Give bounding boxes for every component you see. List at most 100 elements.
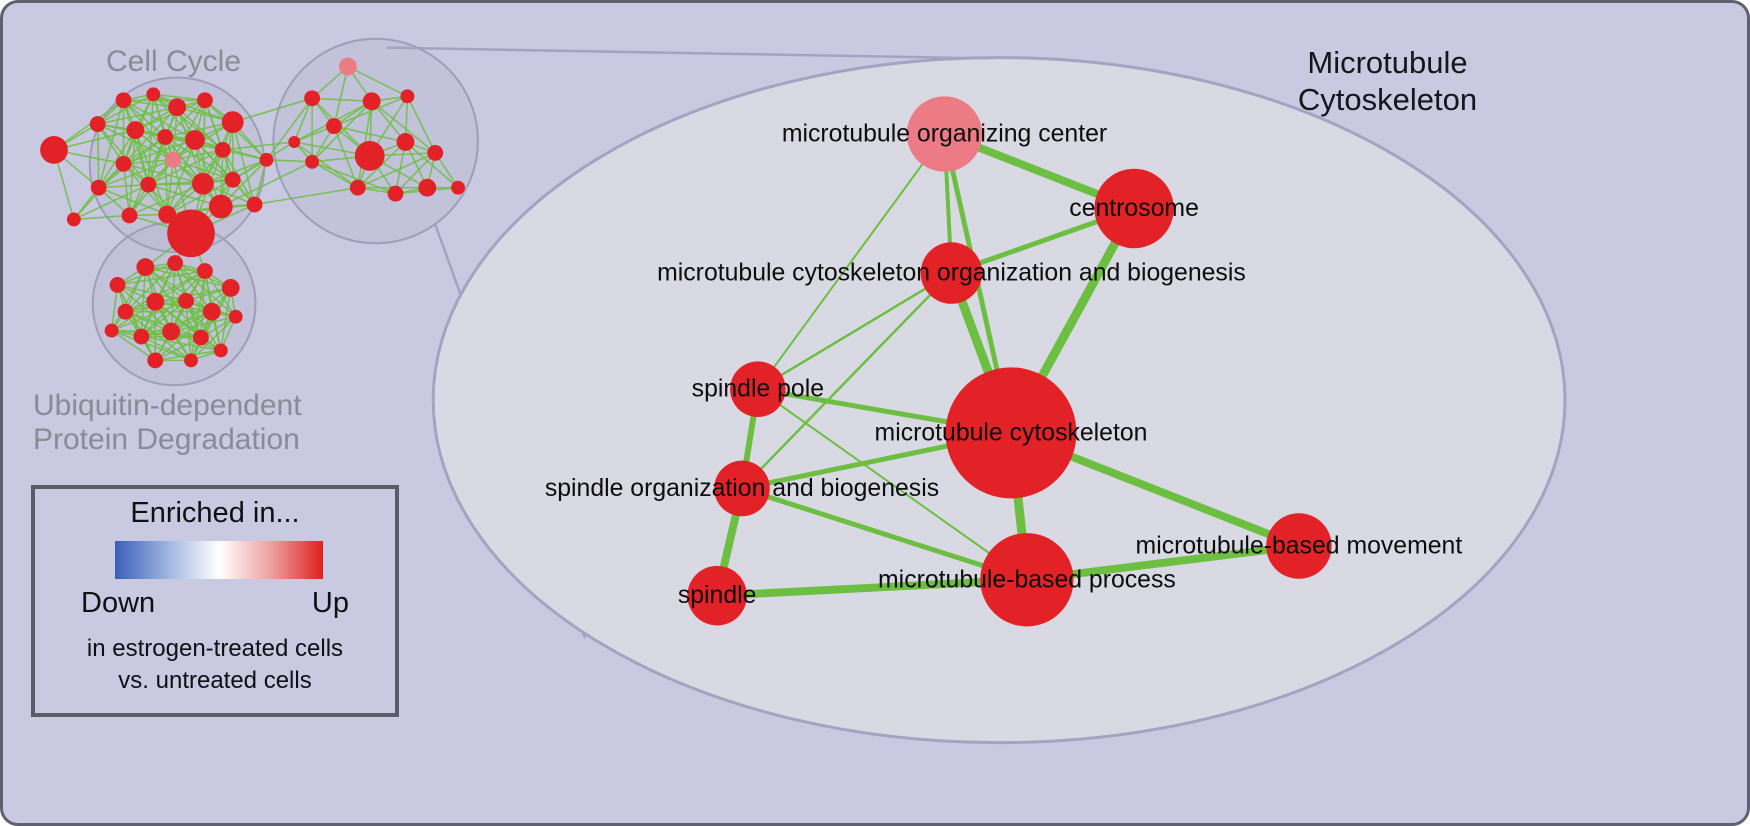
edge-spindle_org-mt_process — [741, 486, 1028, 583]
node-mcob[interactable] — [920, 242, 983, 304]
overview-edge — [73, 214, 130, 221]
overview-edge — [265, 97, 313, 161]
overview-edge — [166, 179, 234, 216]
cluster-label-ubiquitin-line2: Protein Degradation — [33, 423, 300, 457]
overview-node[interactable] — [246, 196, 263, 213]
overview-node[interactable] — [167, 255, 184, 272]
overview-node[interactable] — [40, 136, 68, 164]
node-mt_move[interactable] — [1266, 513, 1332, 579]
overview-node[interactable] — [362, 92, 381, 111]
overview-node[interactable] — [147, 352, 164, 369]
overview-edge — [122, 163, 131, 216]
overview-node[interactable] — [221, 278, 240, 297]
overview-edge — [53, 129, 136, 151]
overview-edge — [333, 125, 406, 143]
node-label-mt_move: microtubule-based movement — [1136, 533, 1463, 560]
overview-edge — [98, 186, 168, 216]
cluster-title-microtubule-line1: Microtubule — [1307, 45, 1468, 80]
overview-node[interactable] — [168, 98, 187, 117]
cluster-title-microtubule-line2: Cytoskeleton — [1297, 81, 1478, 117]
overview-node[interactable] — [326, 118, 342, 135]
overview-node[interactable] — [104, 323, 119, 338]
overview-edge — [141, 310, 213, 338]
overview-edge — [166, 139, 196, 215]
overview-edge — [96, 124, 100, 188]
overview-node[interactable] — [224, 171, 241, 188]
overview-node[interactable] — [387, 185, 404, 202]
overview-node[interactable] — [213, 343, 228, 358]
overview-edge — [111, 329, 192, 362]
overview-node[interactable] — [214, 141, 231, 158]
overview-node[interactable] — [396, 133, 415, 151]
overview-node[interactable] — [184, 353, 198, 368]
overview-node[interactable] — [90, 179, 107, 196]
node-spindle_pole[interactable] — [730, 361, 786, 417]
overview-node[interactable] — [191, 172, 214, 195]
node-mt_process[interactable] — [980, 533, 1074, 627]
node-moc[interactable] — [906, 96, 983, 172]
overview-node[interactable] — [146, 87, 161, 102]
overview-node[interactable] — [349, 179, 366, 196]
overview-edge — [333, 66, 349, 127]
overview-node[interactable] — [157, 129, 174, 145]
node-spindle[interactable] — [687, 565, 747, 626]
overview-node[interactable] — [178, 292, 194, 309]
node-centrosome[interactable] — [1094, 168, 1174, 249]
overview-edge — [293, 141, 359, 189]
overview-node[interactable] — [418, 178, 437, 197]
overview-node[interactable] — [185, 130, 205, 150]
overview-node[interactable] — [400, 89, 415, 104]
overview-edge — [164, 99, 206, 138]
overview-node[interactable] — [162, 322, 181, 341]
node-mt_cyto[interactable] — [945, 367, 1077, 499]
node-spindle_org[interactable] — [714, 460, 770, 517]
overview-edge — [111, 329, 201, 339]
overview-node[interactable] — [126, 121, 145, 140]
overview-node[interactable] — [259, 152, 274, 167]
overview-edge — [185, 300, 222, 351]
overview-edge — [174, 262, 213, 313]
overview-node[interactable] — [208, 194, 233, 219]
overview-node[interactable] — [196, 263, 213, 279]
overview-edge — [394, 152, 436, 195]
overview-node[interactable] — [192, 329, 209, 346]
overview-node[interactable] — [66, 212, 81, 227]
overview-node[interactable] — [158, 205, 177, 224]
legend-box: Enriched in... Down Up in estrogen-treat… — [31, 485, 399, 717]
overview-node[interactable] — [136, 258, 155, 277]
overview-edge — [311, 161, 359, 189]
overview-edge — [312, 97, 372, 103]
overview-node[interactable] — [115, 155, 132, 172]
cluster-circle-microtubule — [272, 37, 479, 245]
overview-node[interactable] — [288, 136, 301, 148]
overview-node[interactable] — [221, 111, 244, 134]
legend-subtitle-line2: vs. untreated cells — [118, 667, 312, 694]
overview-node[interactable] — [451, 180, 465, 195]
overview-node[interactable] — [133, 328, 150, 345]
overview-node[interactable] — [140, 176, 157, 193]
overview-node[interactable] — [427, 144, 444, 161]
overview-node[interactable] — [121, 207, 138, 224]
overview-edge — [190, 287, 232, 361]
node-label-spindle_org: spindle organization and biogenesis — [545, 475, 939, 502]
overview-node[interactable] — [228, 309, 243, 324]
overview-node[interactable] — [109, 276, 126, 293]
overview-node[interactable] — [338, 57, 357, 76]
overview-node[interactable] — [117, 303, 134, 320]
overview-node[interactable] — [305, 154, 320, 169]
overview-node[interactable] — [354, 140, 385, 171]
overview-node[interactable] — [304, 90, 321, 107]
overview-node[interactable] — [165, 151, 182, 168]
overview-edge — [266, 159, 313, 163]
overview-edge — [170, 263, 176, 332]
overview-node[interactable] — [196, 92, 213, 109]
overview-edge — [144, 266, 213, 313]
overview-node[interactable] — [89, 116, 106, 133]
overview-node[interactable] — [115, 92, 132, 109]
overview-node[interactable] — [167, 209, 215, 258]
overview-node[interactable] — [146, 292, 165, 311]
node-label-mt_cyto: microtubule cytoskeleton — [875, 419, 1148, 446]
overview-node[interactable] — [202, 302, 221, 321]
overview-edge — [231, 121, 256, 205]
overview-edge — [129, 182, 204, 217]
